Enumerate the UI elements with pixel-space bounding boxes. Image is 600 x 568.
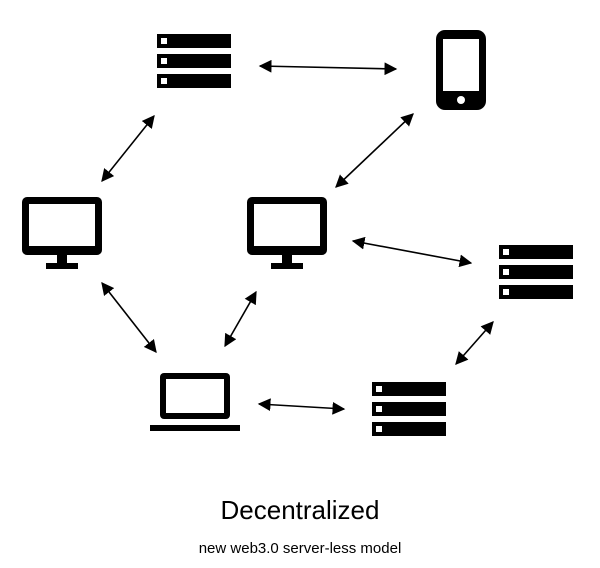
server-icon [499, 245, 573, 299]
connection-monitor-center-server-right [351, 236, 473, 268]
desktop-monitor-icon [247, 197, 327, 269]
diagram-title: Decentralized [220, 495, 380, 525]
connection-server-bottom-server-right [455, 321, 494, 365]
connection-laptop-server-bottom [257, 398, 346, 415]
connection-monitor-left-laptop [101, 281, 157, 354]
smartphone-icon [436, 30, 486, 110]
connection-monitor-center-laptop [224, 290, 257, 348]
network-diagram [22, 30, 573, 436]
diagram-subtitle: new web3.0 server-less model [198, 540, 402, 557]
connections [101, 59, 494, 415]
connection-phone-monitor-center [335, 113, 414, 188]
desktop-monitor-icon [22, 197, 102, 269]
server-icon [157, 34, 231, 88]
server-icon [372, 382, 446, 436]
connection-server-top-monitor-left [101, 115, 155, 182]
connection-server-top-phone [258, 59, 398, 76]
laptop-icon [150, 373, 240, 431]
